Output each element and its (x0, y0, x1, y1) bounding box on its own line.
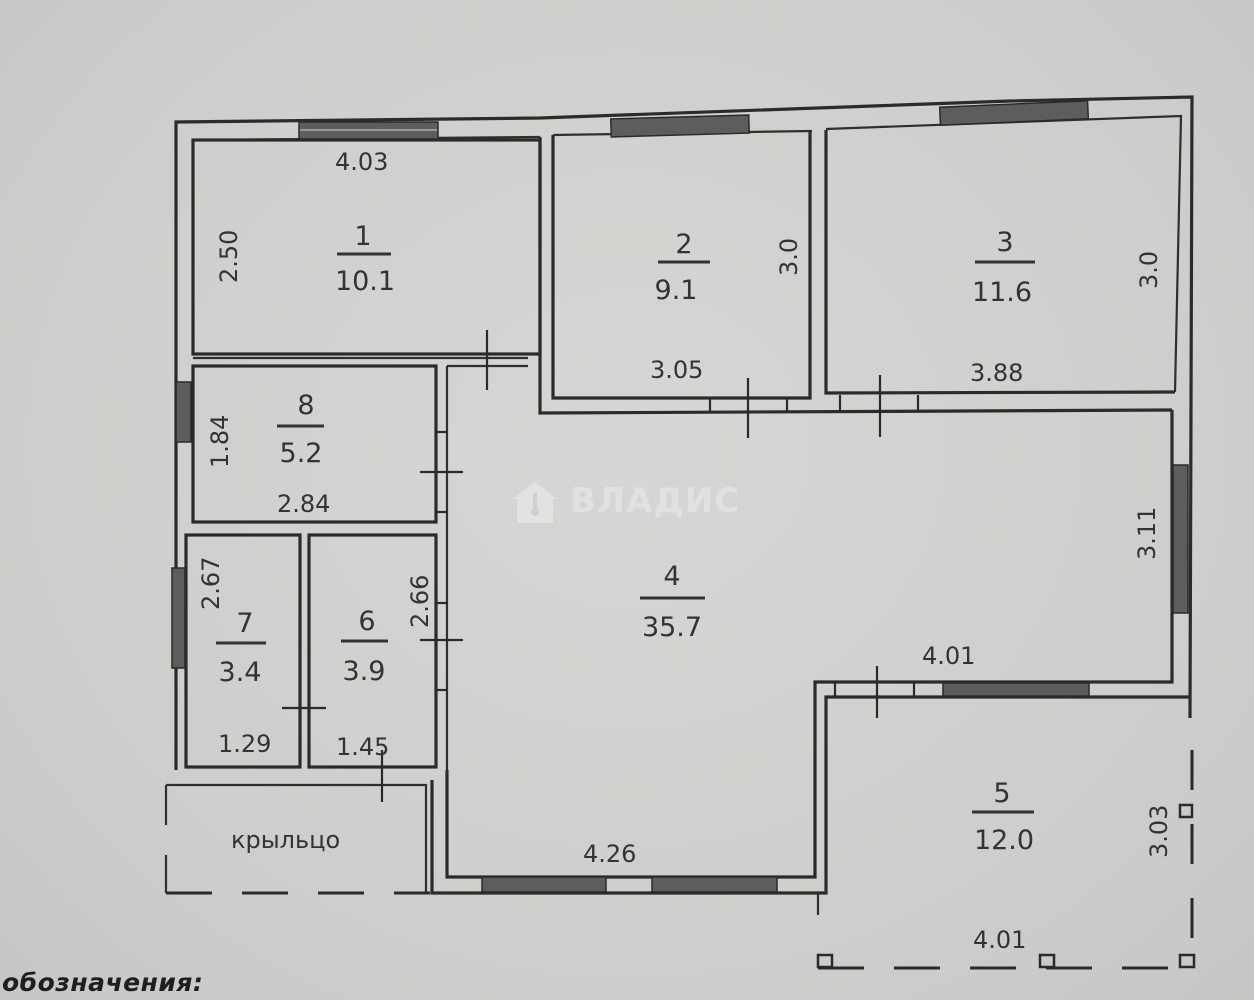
room-7 (184, 533, 302, 769)
window-room-7 (171, 567, 186, 669)
room-4-area: 35.7 (642, 612, 702, 643)
door-markers (282, 330, 920, 802)
watermark-brand: ВЛАДИС (570, 481, 740, 521)
room-4 (430, 410, 1190, 895)
window-room-4-south-2 (651, 876, 778, 893)
window-room-4-east (1172, 464, 1189, 614)
legend-title: обозначения: (2, 968, 204, 997)
room-5-width: 4.01 (973, 926, 1026, 954)
room-8 (191, 356, 528, 770)
window-room-4-south-east (942, 682, 1090, 697)
room-8-area: 5.2 (280, 438, 323, 469)
room-3 (824, 130, 1176, 395)
room-4-right-width: 4.01 (922, 642, 975, 670)
room-2-area: 9.1 (655, 275, 698, 306)
room-7-width: 1.29 (218, 730, 271, 758)
room-2 (538, 131, 1173, 415)
room-6-area: 3.9 (343, 656, 386, 687)
room-2-height: 3.0 (775, 238, 803, 276)
windows (171, 99, 1189, 893)
watermark: ВЛАДИС (512, 481, 740, 523)
room-1-area: 10.1 (335, 266, 395, 297)
room-3-width: 3.88 (970, 359, 1023, 387)
window-room-8 (175, 381, 192, 443)
room-2-width: 3.05 (650, 356, 703, 384)
room-7-area: 3.4 (219, 657, 262, 688)
room-5-height: 3.03 (1145, 805, 1173, 858)
room-8-number: 8 (297, 390, 314, 421)
room-5-area: 12.0 (974, 825, 1034, 856)
room-7-height: 2.67 (197, 557, 225, 610)
room-4-bottom-width: 4.26 (583, 840, 636, 868)
room-1-width: 4.03 (335, 148, 388, 176)
room-6-width: 1.45 (336, 733, 389, 761)
room-1-height: 2.50 (215, 230, 243, 283)
room-4-number: 4 (663, 561, 680, 592)
room-4-right-height: 3.11 (1133, 507, 1161, 560)
window-room-3 (938, 99, 1090, 127)
room-3-number: 3 (996, 227, 1013, 258)
room-5-number: 5 (993, 778, 1010, 809)
window-room-2 (610, 114, 750, 138)
room-6-number: 6 (358, 606, 375, 637)
room-8-height: 1.84 (206, 415, 234, 468)
porch-label: крыльцо (231, 826, 340, 854)
room-6-height: 2.66 (406, 575, 434, 628)
room-3-area: 11.6 (972, 277, 1032, 308)
room-6 (307, 533, 438, 769)
room-7-number: 7 (236, 608, 253, 639)
room-2-number: 2 (675, 229, 692, 260)
room-8-width: 2.84 (277, 490, 330, 518)
outer-walls (174, 95, 1194, 770)
window-room-4-south-1 (481, 876, 607, 893)
porch (164, 783, 430, 895)
room-1-number: 1 (354, 221, 371, 252)
house-key-icon (512, 482, 558, 523)
room-5 (816, 750, 1196, 970)
room-3-height: 3.0 (1135, 251, 1163, 289)
